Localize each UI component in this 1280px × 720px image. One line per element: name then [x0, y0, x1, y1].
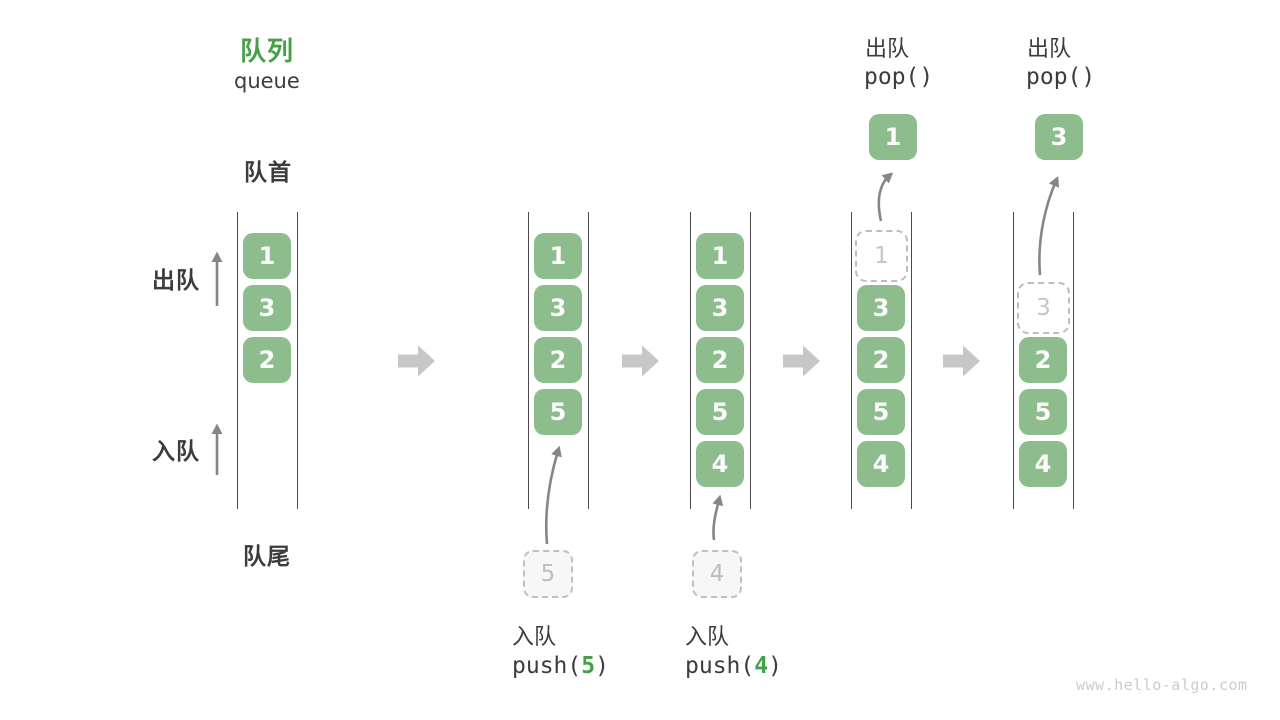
- code-fn: push(: [685, 653, 755, 679]
- queue-cell: 2: [534, 337, 582, 383]
- removed-cell-ghost: 1: [855, 230, 908, 282]
- dequeue-side-label: 出队: [152, 268, 200, 294]
- code-fn: push(: [512, 653, 582, 679]
- next-step-arrow: [398, 345, 435, 377]
- next-step-arrow: [783, 345, 820, 377]
- queue-rails: [237, 212, 298, 509]
- queue-cell: 4: [1019, 441, 1067, 487]
- next-step-arrow: [943, 345, 980, 377]
- removed-cell-ghost: 3: [1017, 282, 1070, 334]
- queue-rails: [528, 212, 589, 509]
- next-step-arrow: [622, 345, 659, 377]
- queue-cell: 1: [696, 233, 744, 279]
- page-subtitle: queue: [234, 69, 300, 93]
- code-close: ): [768, 653, 782, 679]
- queue-stage-5: 出队 pop() 3 3 2 5 4: [1013, 0, 1095, 720]
- queue-rails: [690, 212, 751, 509]
- queue-rear-label: 队尾: [243, 544, 291, 570]
- dequeue-op-code: pop(): [1026, 64, 1096, 90]
- dequeue-op-code: pop(): [864, 64, 934, 90]
- queue-stage-2: 1 3 2 5 5 入队 push(5): [512, 0, 609, 720]
- incoming-element-box: 5: [523, 550, 573, 598]
- watermark: www.hello-algo.com: [1076, 676, 1248, 694]
- popped-element-box: 1: [869, 114, 917, 160]
- queue-stage-4: 出队 pop() 1 1 3 2 5 4: [851, 0, 933, 720]
- incoming-element-box: 4: [692, 550, 742, 598]
- code-arg: 5: [581, 653, 596, 679]
- queue-stage-3: 1 3 2 5 4 4 入队 push(4): [685, 0, 782, 720]
- queue-cell: 2: [1019, 337, 1067, 383]
- queue-cell: 5: [696, 389, 744, 435]
- queue-cell: 3: [534, 285, 582, 331]
- queue-cell: 1: [534, 233, 582, 279]
- queue-cell: 5: [857, 389, 905, 435]
- queue-cell: 2: [696, 337, 744, 383]
- code-arg: 4: [754, 653, 769, 679]
- dequeue-op-label: 出队: [1027, 37, 1072, 62]
- queue-rails: [1013, 212, 1074, 509]
- dequeue-op-label: 出队: [865, 37, 910, 62]
- page-title: 队列: [240, 37, 295, 67]
- queue-cell: 2: [857, 337, 905, 383]
- queue-cell: 3: [696, 285, 744, 331]
- queue-cell: 3: [243, 285, 291, 331]
- popped-element-box: 3: [1035, 114, 1083, 160]
- enqueue-op-label: 入队: [685, 625, 730, 650]
- enqueue-op-code: push(4): [685, 653, 782, 679]
- queue-cell: 4: [696, 441, 744, 487]
- enqueue-op-code: push(5): [512, 653, 609, 679]
- queue-cell: 5: [1019, 389, 1067, 435]
- queue-front-label: 队首: [244, 160, 292, 186]
- queue-cell: 2: [243, 337, 291, 383]
- enqueue-op-label: 入队: [512, 625, 557, 650]
- enqueue-side-label: 入队: [152, 439, 200, 465]
- queue-cell: 3: [857, 285, 905, 331]
- queue-cell: 5: [534, 389, 582, 435]
- queue-stage-1: 1 3 2: [237, 0, 298, 720]
- queue-rails: [851, 212, 912, 509]
- code-close: ): [595, 653, 609, 679]
- queue-cell: 1: [243, 233, 291, 279]
- queue-cell: 4: [857, 441, 905, 487]
